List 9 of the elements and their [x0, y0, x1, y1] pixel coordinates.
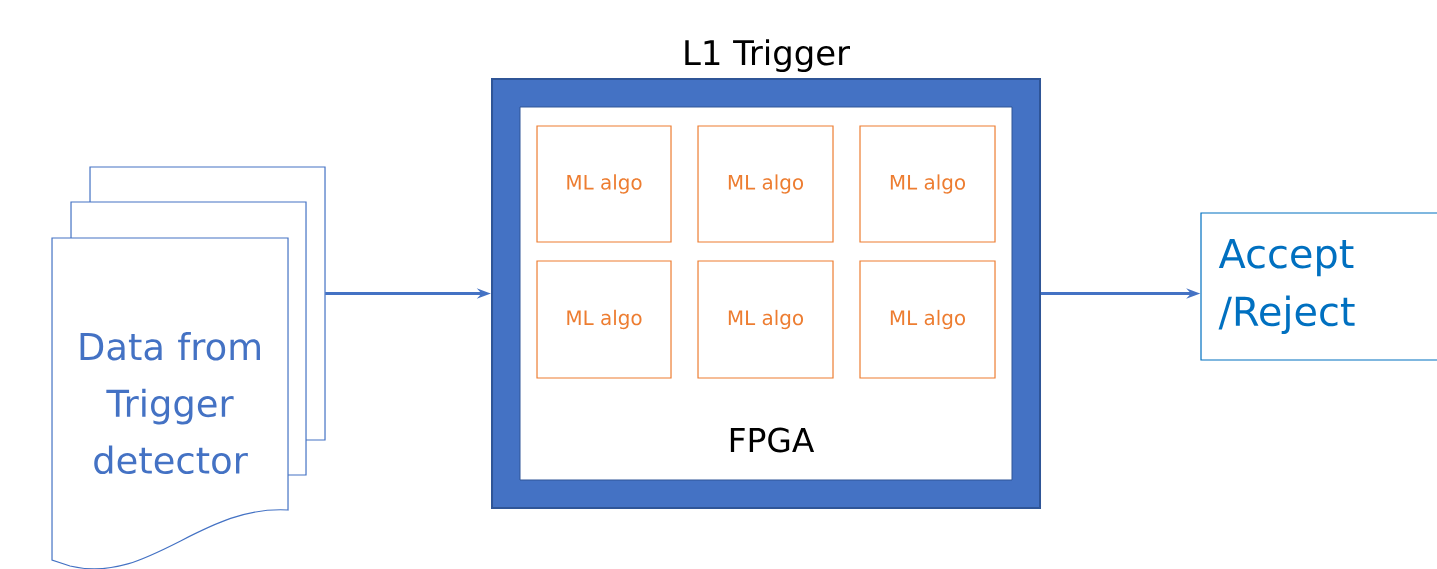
output-box: Accept /Reject: [1200, 212, 1437, 361]
algorithm-box: ML algo: [536, 260, 672, 379]
algorithm-box: ML algo: [697, 260, 834, 379]
algorithm-box: ML algo: [859, 125, 996, 243]
document-stack: Data from Trigger detector: [51, 166, 326, 569]
node-label: L1 Trigger: [685, 39, 851, 73]
algorithm-box: ML algo: [859, 260, 996, 379]
algorithm-box: ML algo: [697, 125, 834, 243]
algorithm-box: ML algo: [536, 125, 672, 243]
